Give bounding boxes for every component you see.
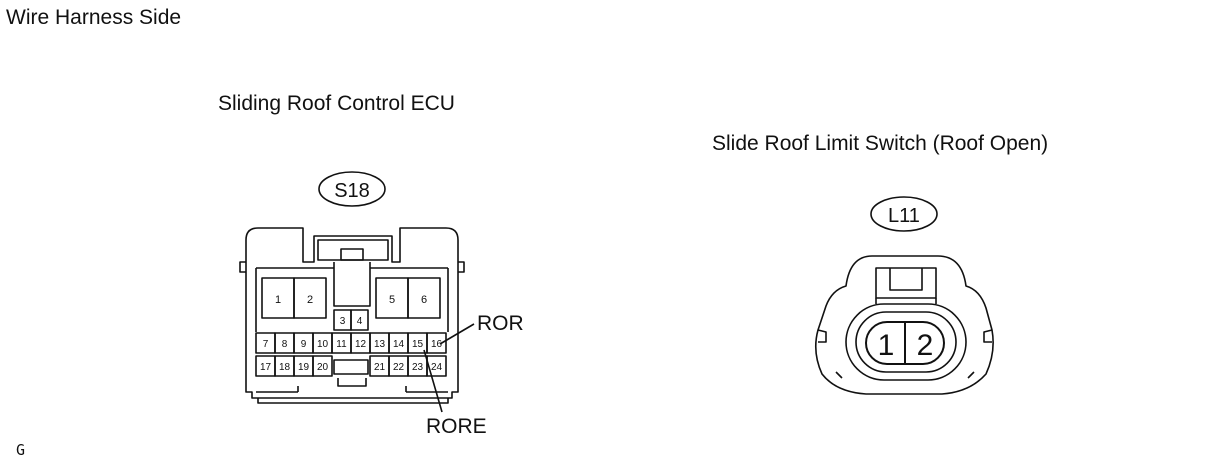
svg-text:22: 22 — [393, 362, 405, 373]
ecu-pin-12: 12 — [350, 332, 371, 354]
svg-text:19: 19 — [298, 362, 310, 373]
figure-mark: G — [16, 441, 26, 459]
svg-text:24: 24 — [431, 362, 443, 373]
switch-connector-id-tag: L11 — [870, 196, 938, 232]
ecu-pin-11: 11 — [331, 332, 352, 354]
svg-text:6: 6 — [421, 294, 427, 306]
ecu-connector-id-tag: S18 — [318, 171, 386, 207]
ecu-pin-2: 2 — [293, 277, 327, 319]
ecu-connector-id: S18 — [334, 180, 370, 202]
ecu-title: Sliding Roof Control ECU — [218, 92, 455, 115]
ecu-pin-14: 14 — [388, 332, 409, 354]
ror-callout-label: ROR — [477, 312, 524, 335]
svg-text:10: 10 — [317, 339, 329, 350]
svg-text:15: 15 — [412, 339, 424, 350]
svg-text:17: 17 — [260, 362, 272, 373]
ecu-pin-16: 16 — [426, 332, 447, 354]
ecu-pin-5: 5 — [375, 277, 409, 319]
svg-text:12: 12 — [355, 339, 367, 350]
svg-text:21: 21 — [374, 362, 386, 373]
svg-text:23: 23 — [412, 362, 424, 373]
switch-connector-body — [814, 255, 994, 395]
ecu-pin-23: 23 — [407, 355, 428, 377]
ecu-pin-8: 8 — [274, 332, 295, 354]
ecu-pin-20: 20 — [312, 355, 333, 377]
svg-text:4: 4 — [357, 316, 363, 327]
page-title: Wire Harness Side — [6, 6, 182, 29]
ecu-pin-17: 17 — [255, 355, 276, 377]
svg-text:16: 16 — [431, 339, 443, 350]
ecu-pin-22: 22 — [388, 355, 409, 377]
ecu-blank-cavity — [333, 359, 369, 375]
ecu-pin-18: 18 — [274, 355, 295, 377]
ecu-pin-21: 21 — [369, 355, 390, 377]
ecu-connector-body — [239, 227, 465, 404]
switch-pin-2: 2 — [917, 329, 934, 362]
svg-text:14: 14 — [393, 339, 405, 350]
ecu-pin-7: 7 — [255, 332, 276, 354]
ecu-pin-10: 10 — [312, 332, 333, 354]
svg-text:9: 9 — [301, 339, 307, 350]
svg-text:7: 7 — [263, 339, 269, 350]
svg-text:11: 11 — [336, 339, 347, 350]
ror-leader-line — [439, 323, 475, 345]
svg-text:2: 2 — [307, 294, 313, 306]
svg-text:13: 13 — [374, 339, 386, 350]
svg-text:5: 5 — [389, 294, 395, 306]
svg-text:20: 20 — [317, 362, 329, 373]
ecu-pin-9: 9 — [293, 332, 314, 354]
rore-leader-line — [423, 349, 443, 413]
switch-pin-1: 1 — [878, 329, 895, 362]
ecu-pin-1: 1 — [261, 277, 295, 319]
svg-text:3: 3 — [340, 316, 346, 327]
switch-connector-id: L11 — [888, 205, 920, 227]
ecu-pin-4: 4 — [350, 309, 369, 331]
rore-callout-label: RORE — [426, 415, 487, 438]
ecu-pin-6: 6 — [407, 277, 441, 319]
ecu-pin-24: 24 — [426, 355, 447, 377]
svg-text:18: 18 — [279, 362, 291, 373]
switch-pin-window — [865, 321, 945, 365]
svg-text:8: 8 — [282, 339, 288, 350]
switch-title: Slide Roof Limit Switch (Roof Open) — [712, 132, 1049, 155]
ecu-pin-19: 19 — [293, 355, 314, 377]
ecu-pin-13: 13 — [369, 332, 390, 354]
ecu-pin-3: 3 — [333, 309, 352, 331]
svg-text:1: 1 — [275, 294, 281, 306]
